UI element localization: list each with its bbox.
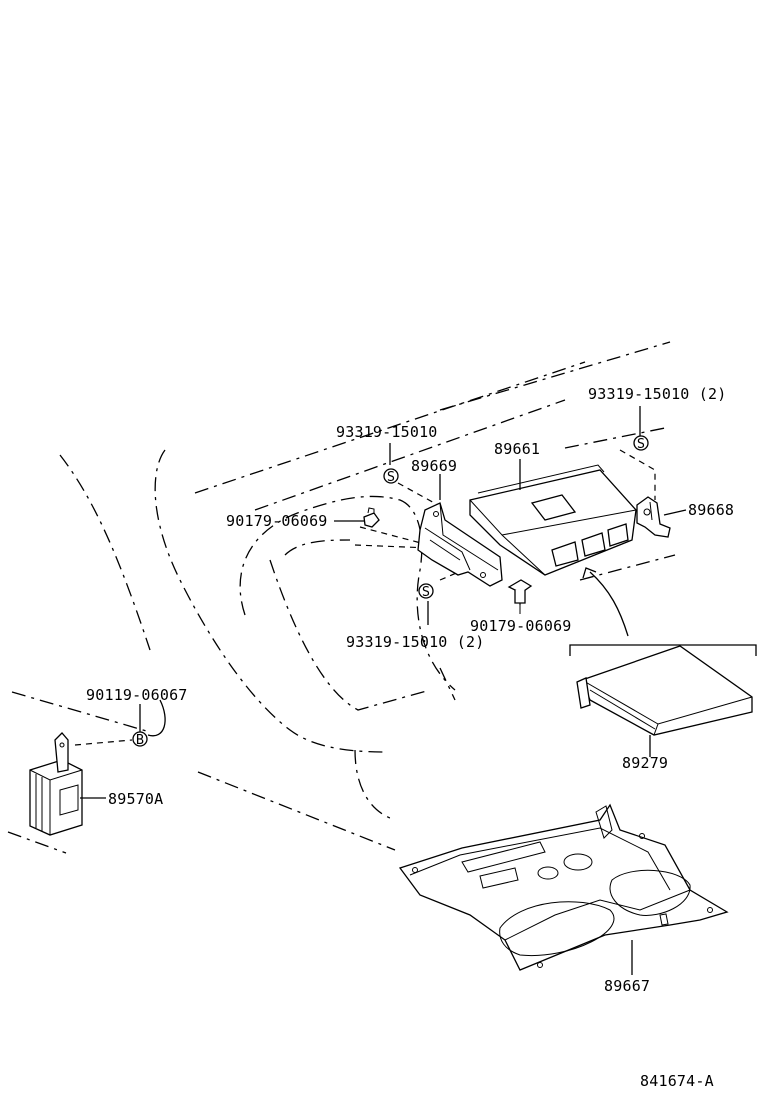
- s-mark-text: S: [387, 469, 395, 485]
- leader-lines: [80, 406, 757, 975]
- label-89570a: 89570A: [108, 790, 163, 808]
- bolt-symbol: B: [132, 731, 148, 748]
- label-89661: 89661: [494, 440, 540, 458]
- bracket-89668: [636, 496, 671, 538]
- b-mark-text: B: [136, 732, 144, 748]
- clip-90179-bottom: [507, 579, 533, 614]
- label-90179-bottom: 90179-06069: [470, 617, 572, 635]
- bracket-89669: [417, 502, 503, 587]
- label-90119: 90119-06067: [86, 686, 188, 704]
- s-mark-text: S: [422, 584, 430, 600]
- vehicle-body-outline: [7, 341, 676, 854]
- clip-90179-left: [363, 507, 380, 528]
- tray-89667: [398, 803, 729, 971]
- label-93319-bottom: 93319-15010 (2): [346, 633, 484, 651]
- screw-symbol-top-right: S: [633, 435, 649, 452]
- screw-symbol-bottom: S: [418, 583, 434, 600]
- label-89279: 89279: [622, 754, 668, 772]
- label-89667: 89667: [604, 977, 650, 995]
- label-89669: 89669: [411, 457, 457, 475]
- screw-symbol-top: S: [383, 468, 399, 485]
- relay-89570a: [29, 732, 83, 836]
- label-93319-top-right: 93319-15010 (2): [588, 385, 726, 403]
- ecu-89661: [469, 464, 637, 576]
- cover-89279: [576, 645, 753, 736]
- s-mark-text: S: [637, 436, 645, 452]
- arrow-to-cover: [582, 567, 629, 637]
- label-90179-left: 90179-06069: [226, 512, 328, 530]
- label-93319-top: 93319-15010: [336, 423, 438, 441]
- label-89668: 89668: [688, 501, 734, 519]
- diagram-id: 841674-A: [640, 1072, 714, 1090]
